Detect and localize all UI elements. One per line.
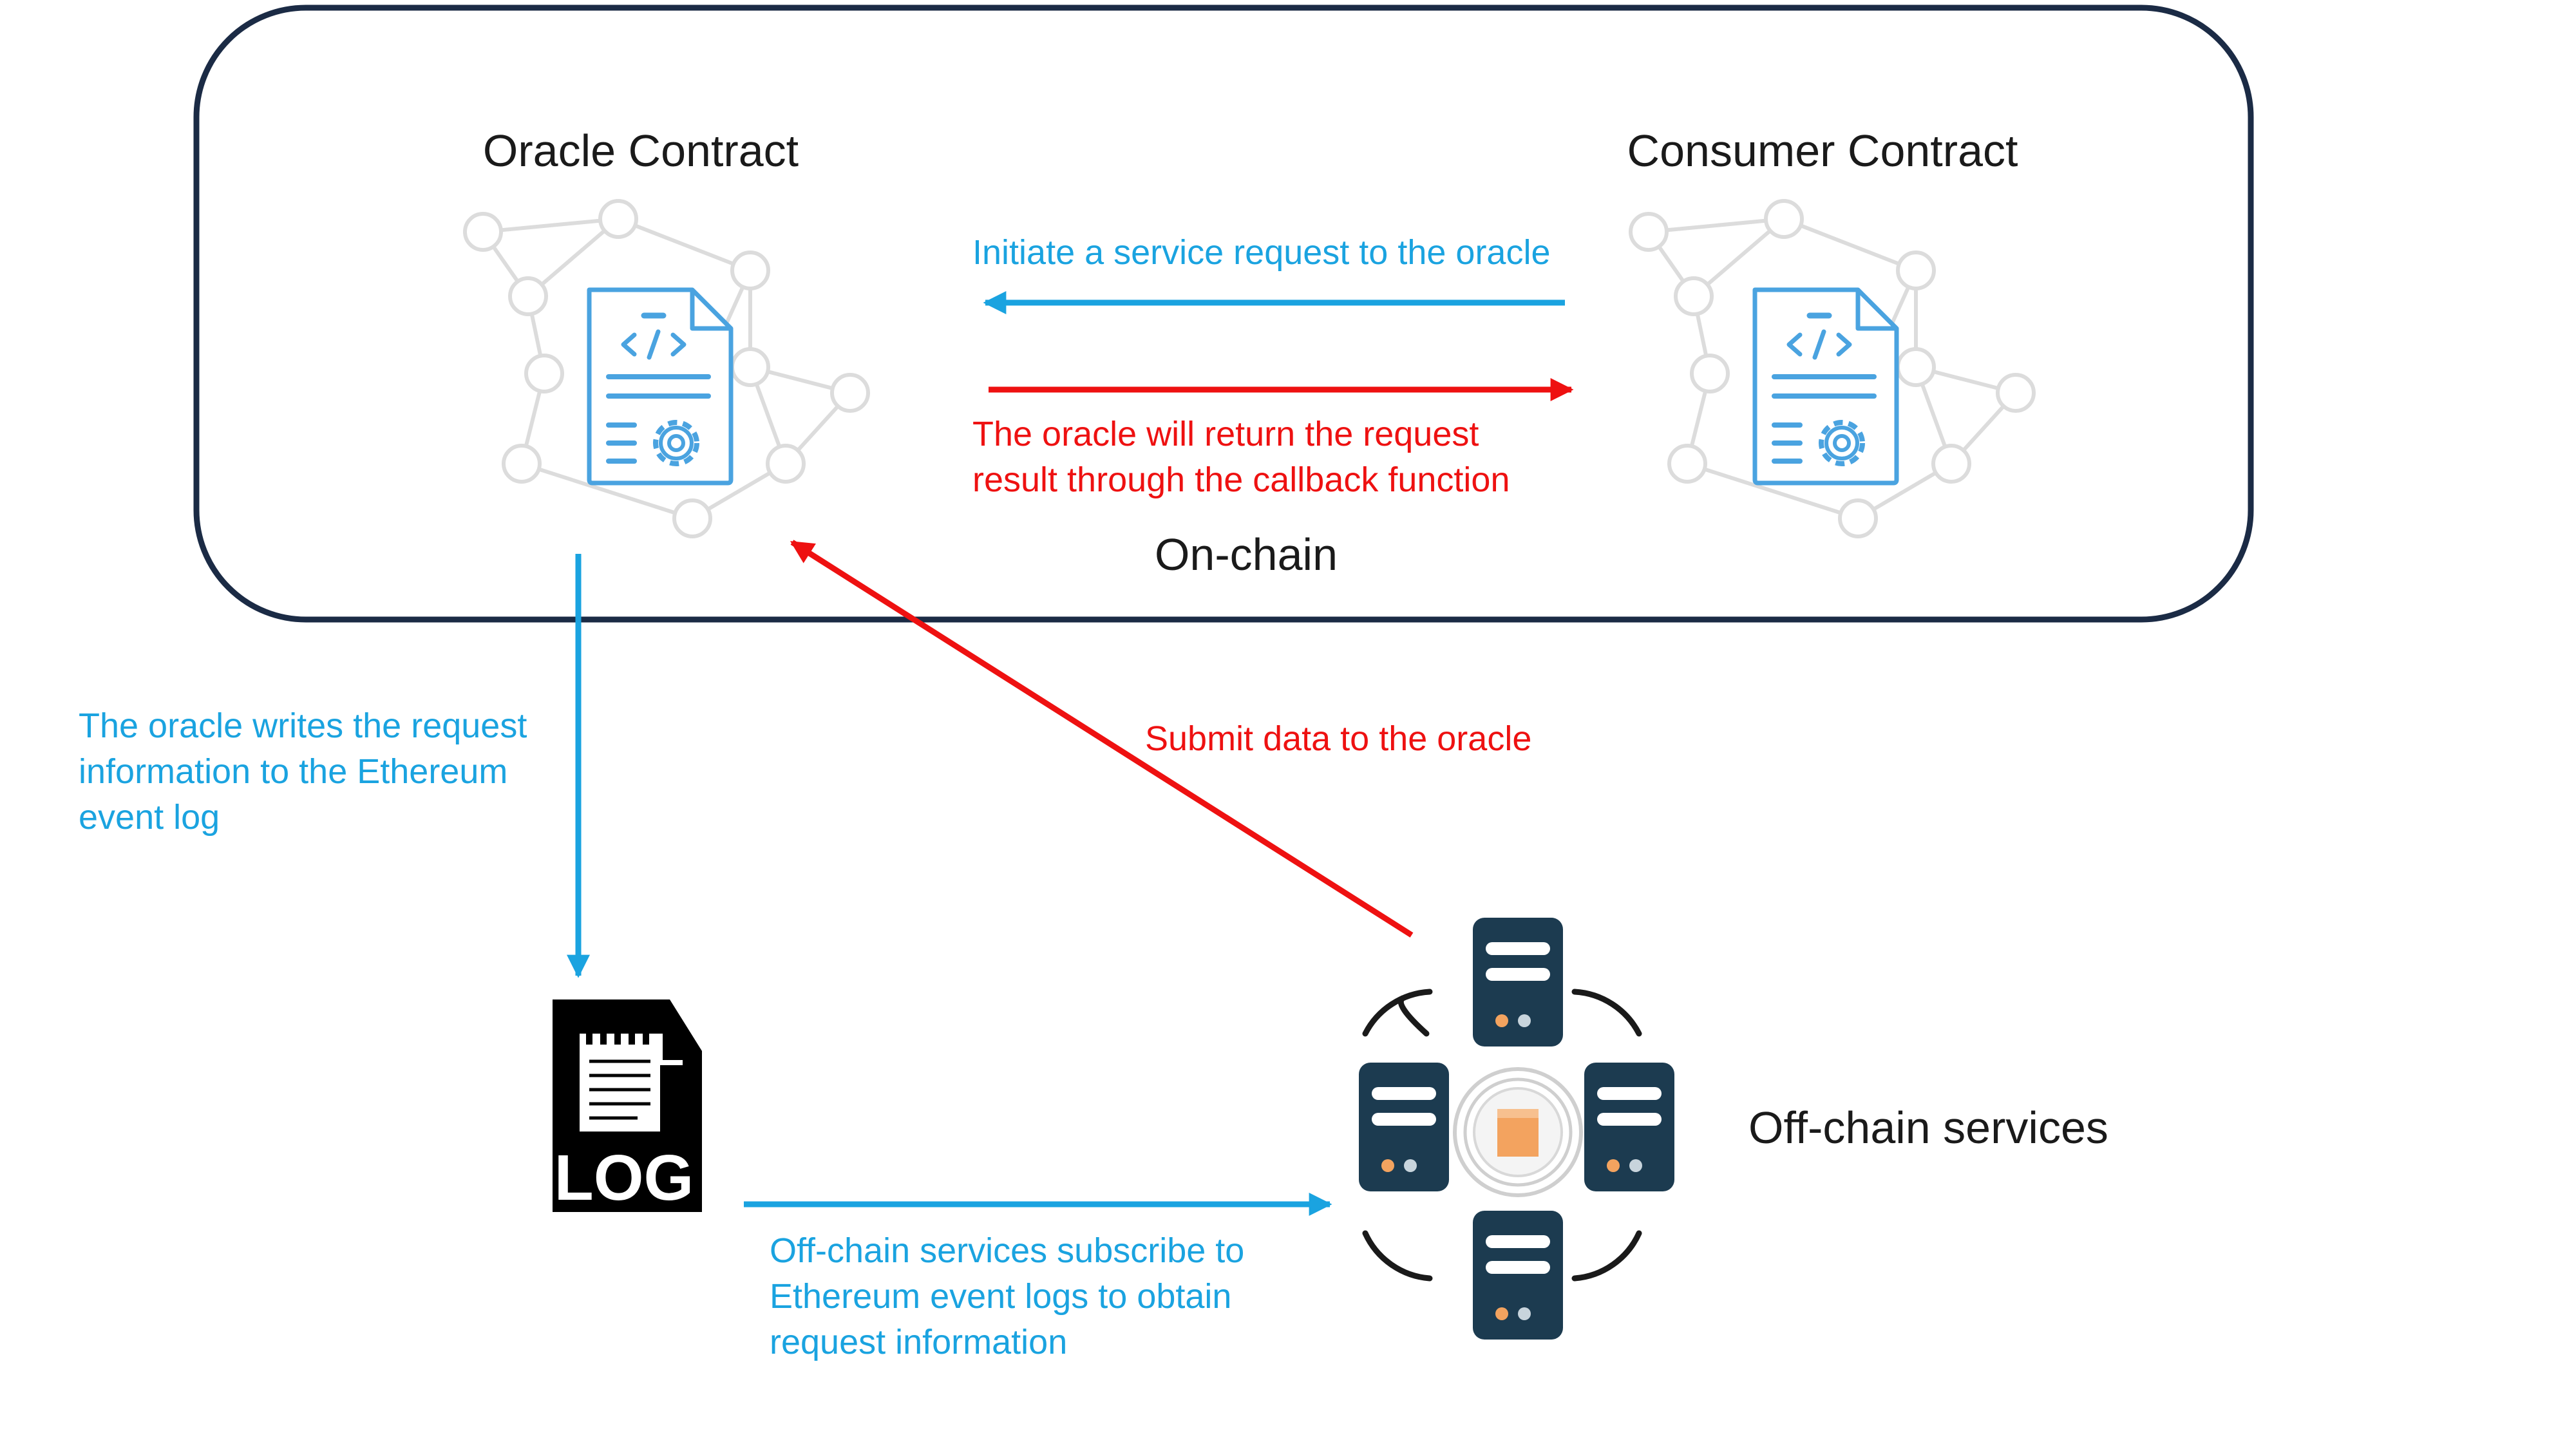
initiate-request-label: Initiate a service request to the oracle xyxy=(972,233,1551,272)
on-chain-boundary xyxy=(193,5,2254,623)
on-chain-label: On-chain xyxy=(1155,529,1338,580)
server-left xyxy=(1359,1063,1449,1191)
server-top xyxy=(1473,918,1563,1046)
log-icon-text: LOG xyxy=(554,1142,694,1214)
return-result-label-line2: result through the callback function xyxy=(972,460,1510,499)
consumer-contract-title: Consumer Contract xyxy=(1627,126,2018,176)
submit-data-label: Submit data to the oracle xyxy=(1145,719,1531,758)
off-chain-services-label: Off-chain services xyxy=(1748,1103,2108,1153)
server-bottom xyxy=(1473,1211,1563,1340)
coin-icon xyxy=(1453,1067,1583,1197)
writes-log-label-line1: The oracle writes the request xyxy=(79,706,527,745)
server-cluster-icon xyxy=(1359,918,1674,1340)
subscribe-label-line2: Ethereum event logs to obtain xyxy=(770,1277,1231,1316)
oracle-contract-title: Oracle Contract xyxy=(483,126,799,176)
submit-data-arrow xyxy=(790,540,1414,938)
subscribe-label-line3: request information xyxy=(770,1323,1067,1361)
return-result-label-line1: The oracle will return the request xyxy=(972,415,1479,453)
log-file-icon: LOG xyxy=(553,999,702,1214)
oracle-contract-icon xyxy=(465,201,868,536)
server-right xyxy=(1584,1063,1674,1191)
writes-log-label-line3: event log xyxy=(79,798,220,837)
subscribe-label-line1: Off-chain services subscribe to xyxy=(770,1231,1244,1270)
consumer-contract-icon xyxy=(1631,201,2034,536)
writes-log-label-line2: information to the Ethereum xyxy=(79,752,507,791)
